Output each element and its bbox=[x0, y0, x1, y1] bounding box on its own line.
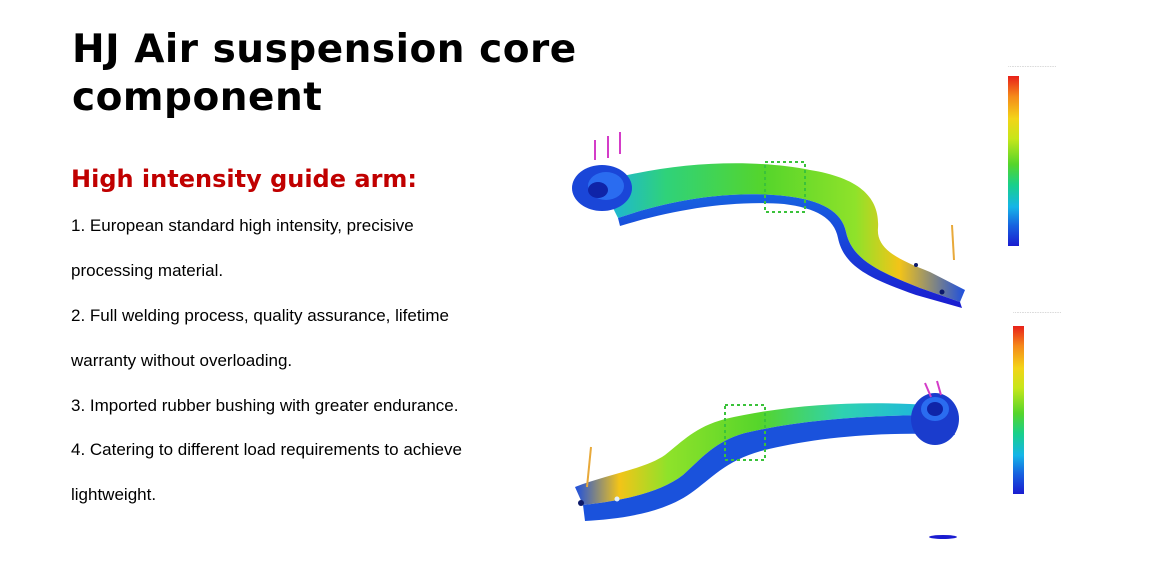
section-subtitle: High intensity guide arm: bbox=[71, 165, 418, 193]
feature-line-5: 3. Imported rubber bushing with greater … bbox=[71, 396, 459, 415]
stress-analysis-image-bottom bbox=[575, 380, 959, 539]
title-line-2: component bbox=[72, 75, 323, 120]
feature-line-2: processing material. bbox=[71, 261, 224, 280]
feature-line-6: 4. Catering to different load requiremen… bbox=[71, 440, 462, 459]
arm-body-bottom bbox=[575, 403, 945, 505]
arm-side-top bbox=[618, 194, 962, 308]
stress-legend-top: ····························· bbox=[1000, 62, 1090, 252]
arm-side-bottom bbox=[583, 415, 955, 521]
feature-line-7: lightweight. bbox=[71, 485, 157, 504]
title-line-1: HJ Air suspension core bbox=[72, 27, 577, 72]
stress-analysis-image-top bbox=[572, 132, 965, 308]
page-title: HJ Air suspension core component bbox=[72, 26, 632, 122]
feature-line-4: warranty without overloading. bbox=[71, 351, 293, 370]
stress-legend-bottom: ····························· bbox=[1005, 308, 1095, 508]
arm-body-top bbox=[600, 163, 965, 302]
feature-line-1: 1. European standard high intensity, pre… bbox=[71, 216, 414, 235]
feature-line-3: 2. Full welding process, quality assuran… bbox=[71, 306, 449, 325]
